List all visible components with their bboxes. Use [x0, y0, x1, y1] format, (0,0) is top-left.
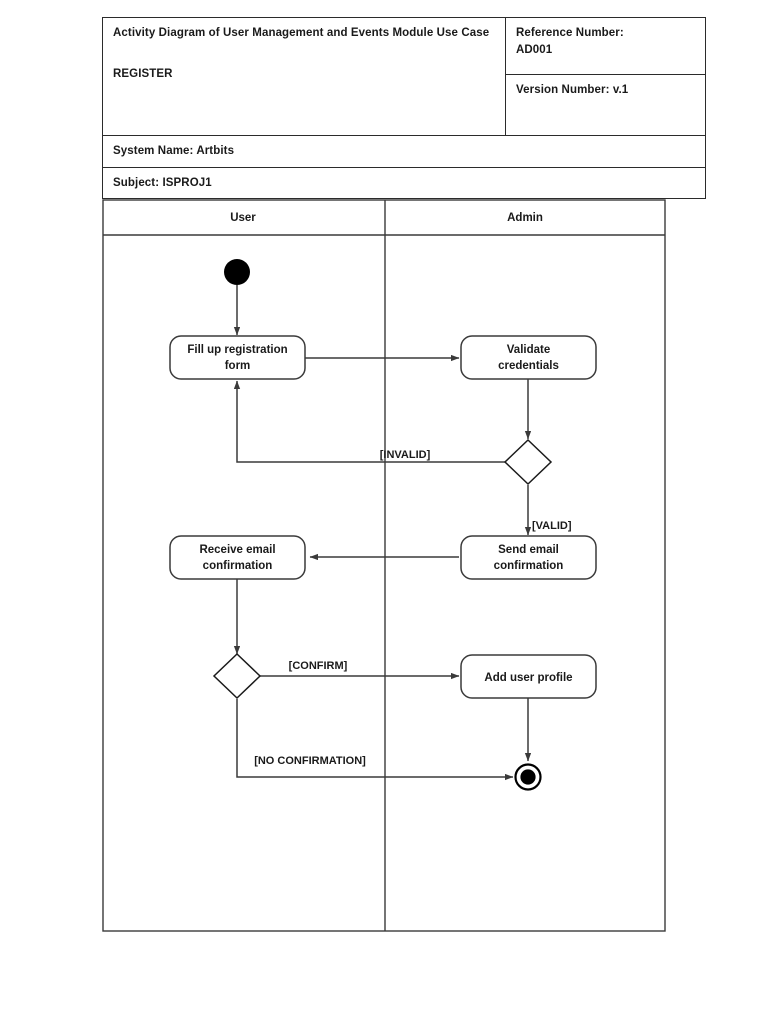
header-row-title: Activity Diagram of User Management and …	[102, 16, 706, 136]
activity-box	[169, 335, 306, 380]
activity-diagram-canvas: User Admin	[102, 199, 666, 932]
activity-node-add-user-profile[interactable]: Add user profile	[460, 654, 597, 699]
system-name-cell: System Name: Artbits	[102, 135, 706, 168]
activity-label-line1: Fill up registration	[187, 344, 287, 356]
decision-node-confirmation[interactable]	[212, 652, 262, 700]
header-row-version: Version Number: v.1	[103, 74, 706, 136]
subject-cell: Subject: ISPROJ1	[102, 166, 706, 200]
guard-label-invalid: [INVALID]	[380, 449, 431, 461]
guard-label-valid: [VALID]	[532, 520, 572, 532]
activity-label-line1: Validate	[507, 344, 550, 356]
activity-node-fill-up-registration-form[interactable]: Fill up registration form	[169, 335, 306, 380]
final-node	[514, 763, 542, 791]
activity-label-line2: confirmation	[494, 560, 564, 572]
reference-number-value: AD001	[516, 43, 553, 56]
final-node-dot	[520, 769, 536, 785]
header-row-system: System Name: Artbits	[102, 135, 706, 168]
activity-node-validate-credentials[interactable]: Validate credentials	[460, 335, 597, 380]
reference-number-cell: Reference Number: AD001	[505, 16, 706, 76]
activity-label-line1: Send email	[498, 544, 559, 556]
activity-box	[460, 654, 597, 699]
activity-diagram-svg: User Admin	[102, 199, 666, 932]
activity-box	[460, 335, 597, 380]
swimlane-header-admin: Admin	[507, 212, 543, 224]
reference-number-label: Reference Number:	[516, 27, 624, 39]
activity-label-line2: form	[225, 360, 251, 372]
activity-box	[460, 535, 597, 580]
decision-node-credentials[interactable]	[503, 438, 553, 486]
activity-label-line1: Add user profile	[484, 672, 572, 684]
guard-label-confirm: [CONFIRM]	[289, 660, 348, 672]
activity-box	[169, 535, 306, 580]
activity-label-line1: Receive email	[199, 544, 275, 556]
header-row-subject: Subject: ISPROJ1	[102, 166, 706, 200]
flow-invalid-to-fill-form	[233, 380, 506, 463]
activity-node-receive-email-confirmation[interactable]: Receive email confirmation	[169, 535, 306, 580]
activity-label-line2: confirmation	[203, 560, 273, 572]
version-number-cell: Version Number: v.1	[505, 74, 706, 136]
guard-label-no-confirmation: [NO CONFIRMATION]	[254, 755, 366, 767]
initial-node	[224, 259, 250, 285]
flow-no-confirmation-to-end	[236, 699, 514, 781]
document-header-table: Activity Diagram of User Management and …	[102, 16, 706, 200]
swimlane-header-user: User	[230, 212, 256, 224]
diagram-title: Activity Diagram of User Management and …	[113, 27, 490, 39]
use-case-name: REGISTER	[113, 67, 173, 80]
title-cell: Activity Diagram of User Management and …	[102, 17, 506, 136]
activity-label-line2: credentials	[498, 360, 559, 372]
activity-node-send-email-confirmation[interactable]: Send email confirmation	[460, 535, 597, 580]
